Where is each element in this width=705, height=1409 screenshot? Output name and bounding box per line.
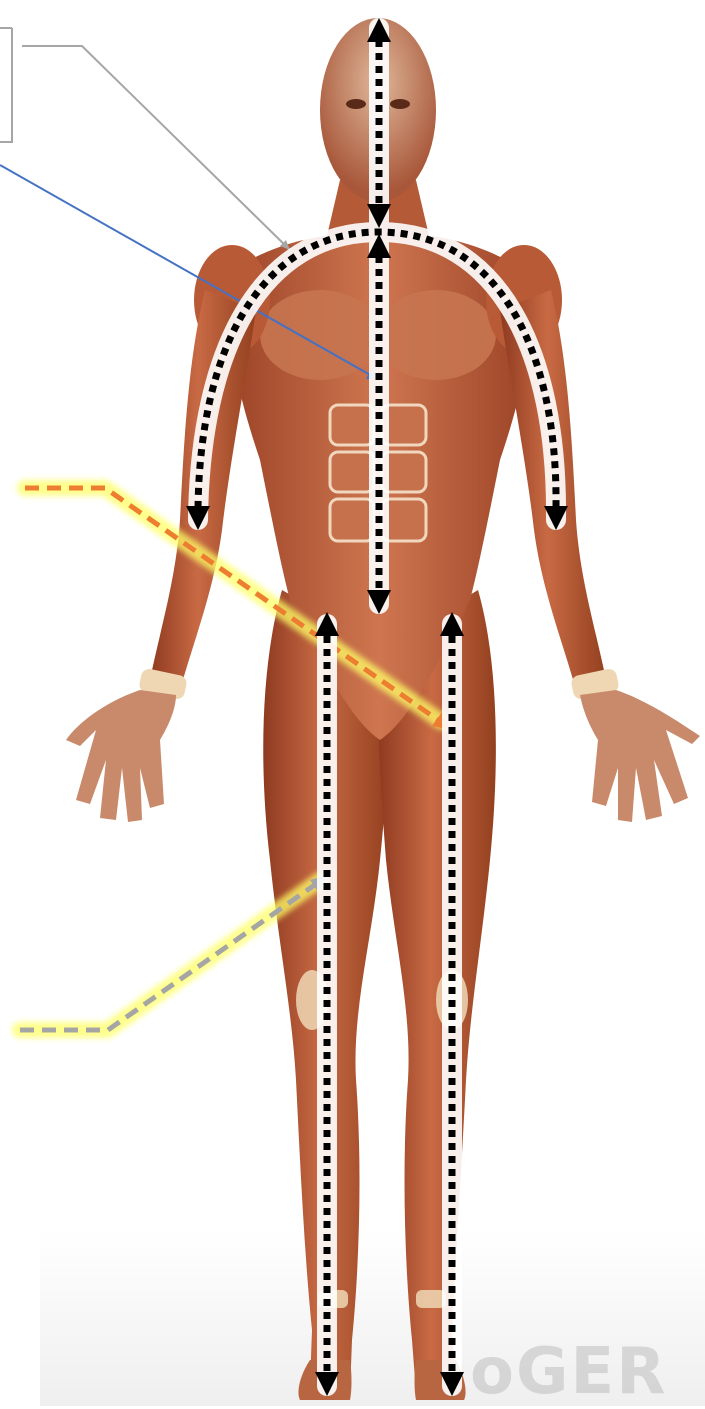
left-hand xyxy=(66,690,176,822)
right-pectoral xyxy=(376,290,496,380)
right-hand xyxy=(580,690,700,822)
left-eye xyxy=(346,99,366,109)
right-eye xyxy=(390,99,410,109)
label-box-head xyxy=(0,28,290,250)
left-pectoral xyxy=(260,290,380,380)
gray-leader-line xyxy=(22,46,290,250)
watermark: oGER xyxy=(470,1335,668,1409)
